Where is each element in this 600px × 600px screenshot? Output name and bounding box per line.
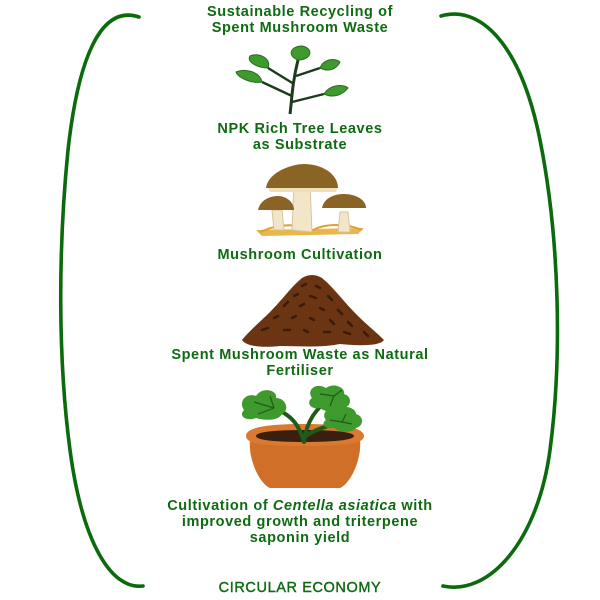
step-4-line-2: improved growth and triterpene bbox=[181, 514, 419, 530]
species-name: Centella asiatica bbox=[272, 498, 397, 514]
right-bracket bbox=[439, 12, 560, 589]
title-line-2: Spent Mushroom Waste bbox=[211, 20, 389, 36]
potted-plant-icon bbox=[241, 385, 364, 488]
left-bracket bbox=[58, 13, 145, 588]
title-line-1: Sustainable Recycling of bbox=[206, 4, 394, 20]
step-3-label: Spent Mushroom Waste as Natural Fertilis… bbox=[0, 347, 600, 379]
step-4-line-1-suffix: with bbox=[396, 498, 433, 514]
step-1-line-1: NPK Rich Tree Leaves bbox=[217, 121, 383, 137]
step-3-line-1: Spent Mushroom Waste as Natural bbox=[171, 347, 429, 363]
step-3-line-2: Fertiliser bbox=[266, 363, 334, 379]
step-1-label: NPK Rich Tree Leaves as Substrate bbox=[0, 121, 600, 153]
step-4-line-1-prefix: Cultivation of bbox=[167, 498, 273, 514]
step-2-line-1: Mushroom Cultivation bbox=[217, 247, 383, 263]
step-4-line-1: Cultivation of Centella asiatica with bbox=[0, 498, 600, 514]
compost-pile-icon bbox=[242, 275, 384, 347]
mushroom-icon bbox=[256, 164, 366, 236]
circular-economy-label: CIRCULAR ECONOMY bbox=[218, 580, 382, 596]
step-1-line-2: as Substrate bbox=[252, 137, 348, 153]
tree-leaves-icon bbox=[235, 45, 349, 115]
diagram-title: Sustainable Recycling of Spent Mushroom … bbox=[0, 4, 600, 36]
step-2-label: Mushroom Cultivation bbox=[0, 247, 600, 263]
step-4-line-3: saponin yield bbox=[249, 530, 351, 546]
step-4-label: Cultivation of Centella asiatica with im… bbox=[0, 498, 600, 546]
